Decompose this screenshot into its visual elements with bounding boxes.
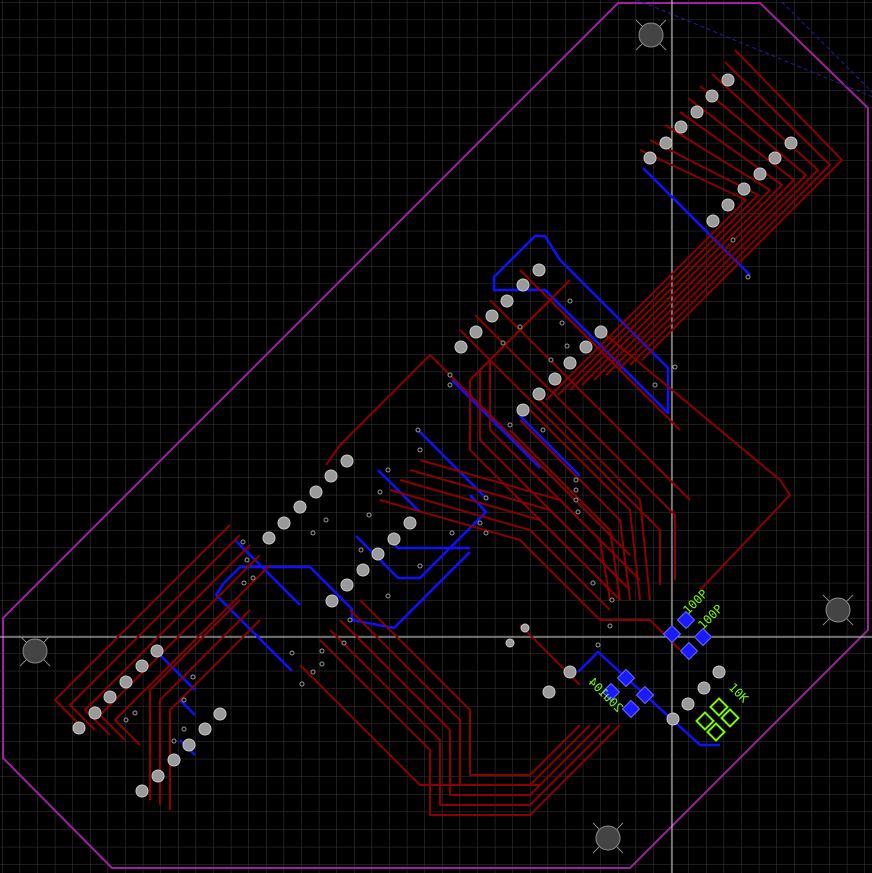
connector-lower-left-pads bbox=[72, 644, 227, 798]
board-keepout-outline bbox=[636, 0, 872, 98]
mount-hole-bottom bbox=[595, 825, 621, 851]
misc-pads-lower-right bbox=[505, 623, 726, 726]
mount-hole-marks bbox=[19, 19, 854, 854]
vias bbox=[123, 237, 751, 744]
smd-10k-pads bbox=[695, 697, 740, 742]
connector-top-right-pads bbox=[643, 73, 798, 228]
top-copper-layer bbox=[54, 49, 843, 816]
mount-holes bbox=[22, 22, 851, 851]
ic-upper-pads bbox=[454, 263, 608, 417]
mount-hole-left bbox=[22, 638, 48, 664]
smd-pads bbox=[601, 610, 713, 719]
ic-middle-pads bbox=[262, 454, 417, 608]
mount-hole-top bbox=[638, 22, 664, 48]
mount-hole-right bbox=[825, 597, 851, 623]
